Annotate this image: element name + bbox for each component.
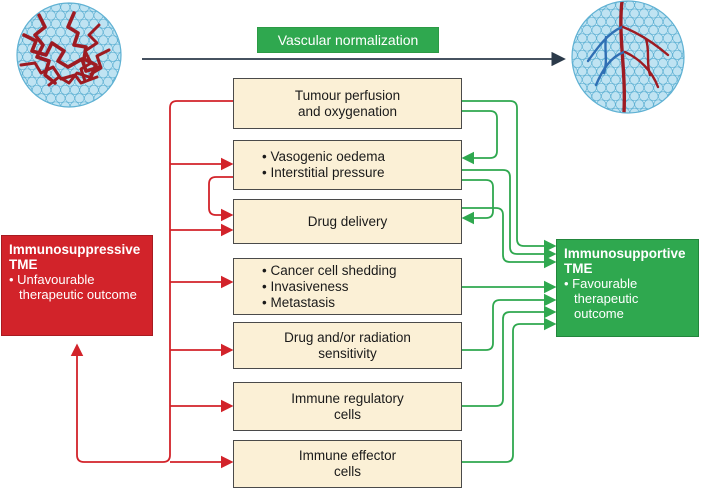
immunosupportive-panel: Immunosupportive TME Favourable therapeu…	[556, 239, 699, 337]
normalized-tumour-vasculature	[571, 0, 685, 114]
green-perfusion-to-oedema	[461, 110, 498, 165]
green-regulatory-to-panel	[462, 305, 557, 407]
box-effector-line: Immune effector	[298, 448, 397, 463]
box-oedema-line: Interstitial pressure	[262, 165, 384, 181]
immunosuppressive-title-1: Immunosuppressive	[9, 242, 141, 257]
box-sensitivity-line: sensitivity	[318, 345, 377, 361]
green-oedema-to-panel	[462, 169, 557, 261]
box-drug-text: Drug delivery	[256, 200, 439, 243]
tumour-cells	[17, 3, 121, 107]
box-drug: Drug delivery	[233, 199, 462, 244]
box-shedding-line: Invasiveness	[262, 279, 348, 295]
tumour-cells	[572, 1, 684, 113]
box-perfusion-line: and oxygenation	[297, 103, 398, 119]
immunosupportive-bullet: Favourable therapeutic outcome	[564, 276, 691, 321]
immunosuppressive-title-2: TME	[9, 257, 38, 272]
red-loop-oedema-to-drug	[208, 176, 234, 222]
box-regulatory-line: cells	[333, 406, 361, 422]
box-shedding-line: Cancer cell shedding	[262, 263, 396, 279]
box-shedding-text: Cancer cell sheddingInvasivenessMetastas…	[256, 259, 439, 314]
box-regulatory-line: Immune regulatory	[291, 390, 404, 406]
box-effector-line: cells	[333, 464, 361, 479]
green-effector-to-panel	[462, 317, 557, 463]
immunosuppressive-panel: Immunosuppressive TME Unfavourable thera…	[1, 235, 153, 336]
box-shedding: Cancer cell sheddingInvasivenessMetastas…	[233, 258, 462, 315]
box-oedema-text: Vasogenic oedemaInterstitial pressure	[256, 141, 439, 189]
normal-blood-vessels	[586, 1, 670, 113]
immunosuppressive-bullet: Unfavourable therapeutic outcome	[9, 272, 145, 302]
disorganized-tumour-vasculature	[16, 2, 122, 108]
green-connector-lines	[461, 100, 557, 463]
green-drug-to-panel	[462, 207, 557, 269]
green-sensitivity-to-panel	[462, 293, 557, 351]
vascular-normalization-label: Vascular normalization	[257, 27, 439, 53]
box-sensitivity-line: Drug and/or radiation	[284, 329, 411, 345]
box-shedding-line: Metastasis	[262, 295, 335, 311]
immunosupportive-title-1: Immunosupportive	[564, 246, 686, 261]
box-oedema-line: Vasogenic oedema	[262, 149, 385, 165]
green-oedema-to-drug	[461, 179, 494, 225]
box-drug-line: Drug delivery	[307, 213, 388, 229]
immunosupportive-title-2: TME	[564, 261, 593, 276]
box-oedema: Vasogenic oedemaInterstitial pressure	[233, 140, 462, 190]
red-connector-lines	[70, 100, 234, 469]
red-trunk	[76, 100, 233, 463]
abnormal-blood-vessels	[19, 11, 111, 87]
box-perfusion-line: Tumour perfusion	[294, 87, 401, 103]
green-perfusion-to-panel	[462, 100, 557, 253]
